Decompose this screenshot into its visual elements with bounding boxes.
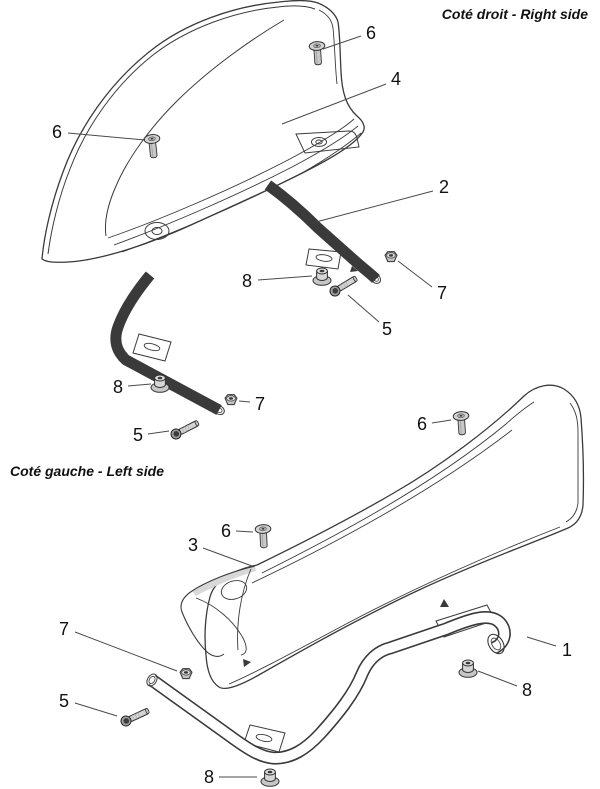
right-inner-bracket: [144, 130, 360, 240]
callout-6: 6: [52, 122, 62, 142]
callout-8: 8: [242, 271, 252, 291]
leader-line-5: [147, 430, 170, 435]
callout-8: 8: [522, 680, 532, 700]
callout-7: 7: [437, 283, 447, 303]
left-side-assembly: [146, 384, 585, 765]
right-tube-fittings: [132, 248, 382, 416]
callout-7: 7: [255, 394, 265, 414]
flange-nut-icon: [312, 267, 332, 286]
countersunk-screw-icon: [143, 133, 163, 160]
leader-line-7: [238, 400, 251, 403]
leader-line-5: [74, 702, 118, 717]
callout-5: 5: [133, 425, 143, 445]
leader-line-5: [347, 294, 380, 323]
leader-line-7: [397, 260, 433, 288]
leader-line-8: [127, 383, 152, 387]
right-frame-tube: [110, 180, 380, 415]
leader-line-1: [526, 636, 557, 647]
leader-line-8: [477, 670, 518, 687]
flange-nut-icon: [260, 768, 280, 787]
socket-bolt-icon: [327, 273, 360, 299]
leader-line-8: [257, 275, 313, 281]
right-side-callouts: 6 4 6 2 8 7 5 8 7 5: [52, 23, 449, 445]
socket-bolt-icon: [168, 417, 201, 442]
callout-1: 1: [562, 640, 572, 660]
callout-8: 8: [113, 377, 123, 397]
leader-line-6: [235, 530, 254, 533]
leader-line-4: [281, 83, 387, 125]
callout-layer: 6 4 6 2 8 7 5 8 7 5 6 6 3 7 5 8 1 8: [52, 23, 572, 787]
right-side-assembly: [41, 0, 382, 416]
left-side-callouts: 6 6 3 7 5 8 1 8: [59, 414, 572, 787]
hex-nut-icon: [179, 668, 193, 680]
leader-line-6: [431, 419, 452, 424]
left-panel: [204, 384, 585, 690]
left-bracket: [180, 565, 256, 657]
leader-line-2: [315, 190, 434, 223]
left-side-title: Coté gauche - Left side: [10, 463, 165, 479]
leader-line-6: [67, 132, 146, 141]
left-frame-tube: [146, 611, 511, 765]
right-side-title: Coté droit - Right side: [441, 6, 588, 22]
leader-line-3: [202, 547, 253, 567]
callout-8: 8: [204, 767, 214, 787]
countersunk-screw-icon: [308, 40, 327, 66]
callout-7: 7: [59, 619, 69, 639]
callout-5: 5: [59, 691, 69, 711]
leader-line-7: [74, 631, 178, 672]
flange-nut-icon: [458, 659, 478, 678]
socket-bolt-icon: [118, 705, 152, 729]
callout-4: 4: [391, 69, 401, 89]
countersunk-screw-icon: [254, 523, 273, 549]
callout-2: 2: [439, 177, 449, 197]
callout-6: 6: [417, 414, 427, 434]
callout-3: 3: [188, 535, 198, 555]
callout-6: 6: [221, 521, 231, 541]
countersunk-screw-icon: [452, 410, 471, 436]
leader-line-6: [322, 35, 362, 50]
hex-nut-icon: [384, 251, 398, 263]
callout-6: 6: [366, 23, 376, 43]
right-fender-panel: [41, 0, 365, 263]
hex-nut-icon: [224, 394, 238, 406]
callout-5: 5: [382, 319, 392, 339]
